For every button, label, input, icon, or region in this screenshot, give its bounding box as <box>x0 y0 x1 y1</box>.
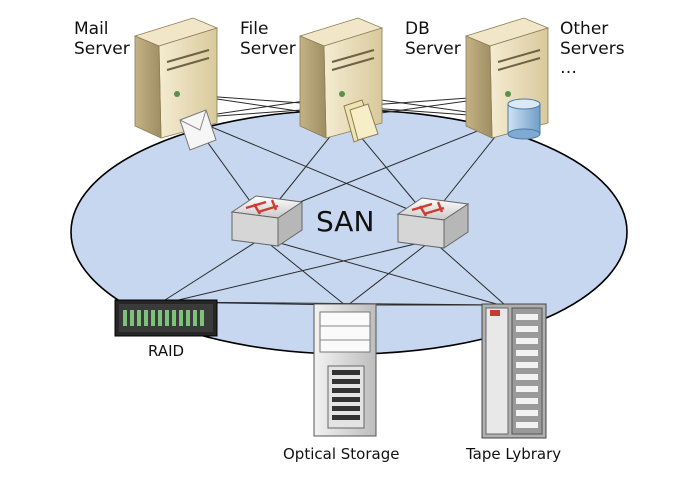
raid-array-icon <box>114 299 218 337</box>
raid-label: RAID <box>148 342 185 360</box>
other-servers-label: Other Servers … <box>560 19 625 79</box>
tape-library-label: Tape Lybrary <box>466 445 562 463</box>
san-label: SAN <box>316 205 375 238</box>
optical-storage-icon <box>313 303 377 437</box>
tape-library-icon <box>481 303 547 439</box>
db-server-label-line1: DB <box>405 19 430 39</box>
mail-server-label: Mail Server <box>74 19 130 59</box>
envelope-icon <box>179 109 217 151</box>
folder-icon <box>343 99 379 143</box>
file-server-label-line2: Server <box>240 38 296 59</box>
mail-server-label-line1: Mail <box>74 19 109 39</box>
db-server-label-line2: Server <box>405 38 461 59</box>
file-server-label: File Server <box>240 19 296 59</box>
switch-icon <box>396 197 470 249</box>
database-icon <box>507 98 541 140</box>
other-servers-label-line3: … <box>560 58 577 79</box>
db-server-label: DB Server <box>405 19 461 59</box>
other-servers-label-line2: Servers <box>560 38 625 59</box>
other-servers-label-line1: Other <box>560 19 609 39</box>
switch-icon <box>230 195 304 247</box>
optical-storage-label: Optical Storage <box>283 445 400 463</box>
file-server-label-line1: File <box>240 19 269 39</box>
mail-server-icon <box>133 17 219 139</box>
mail-server-label-line2: Server <box>74 38 130 59</box>
